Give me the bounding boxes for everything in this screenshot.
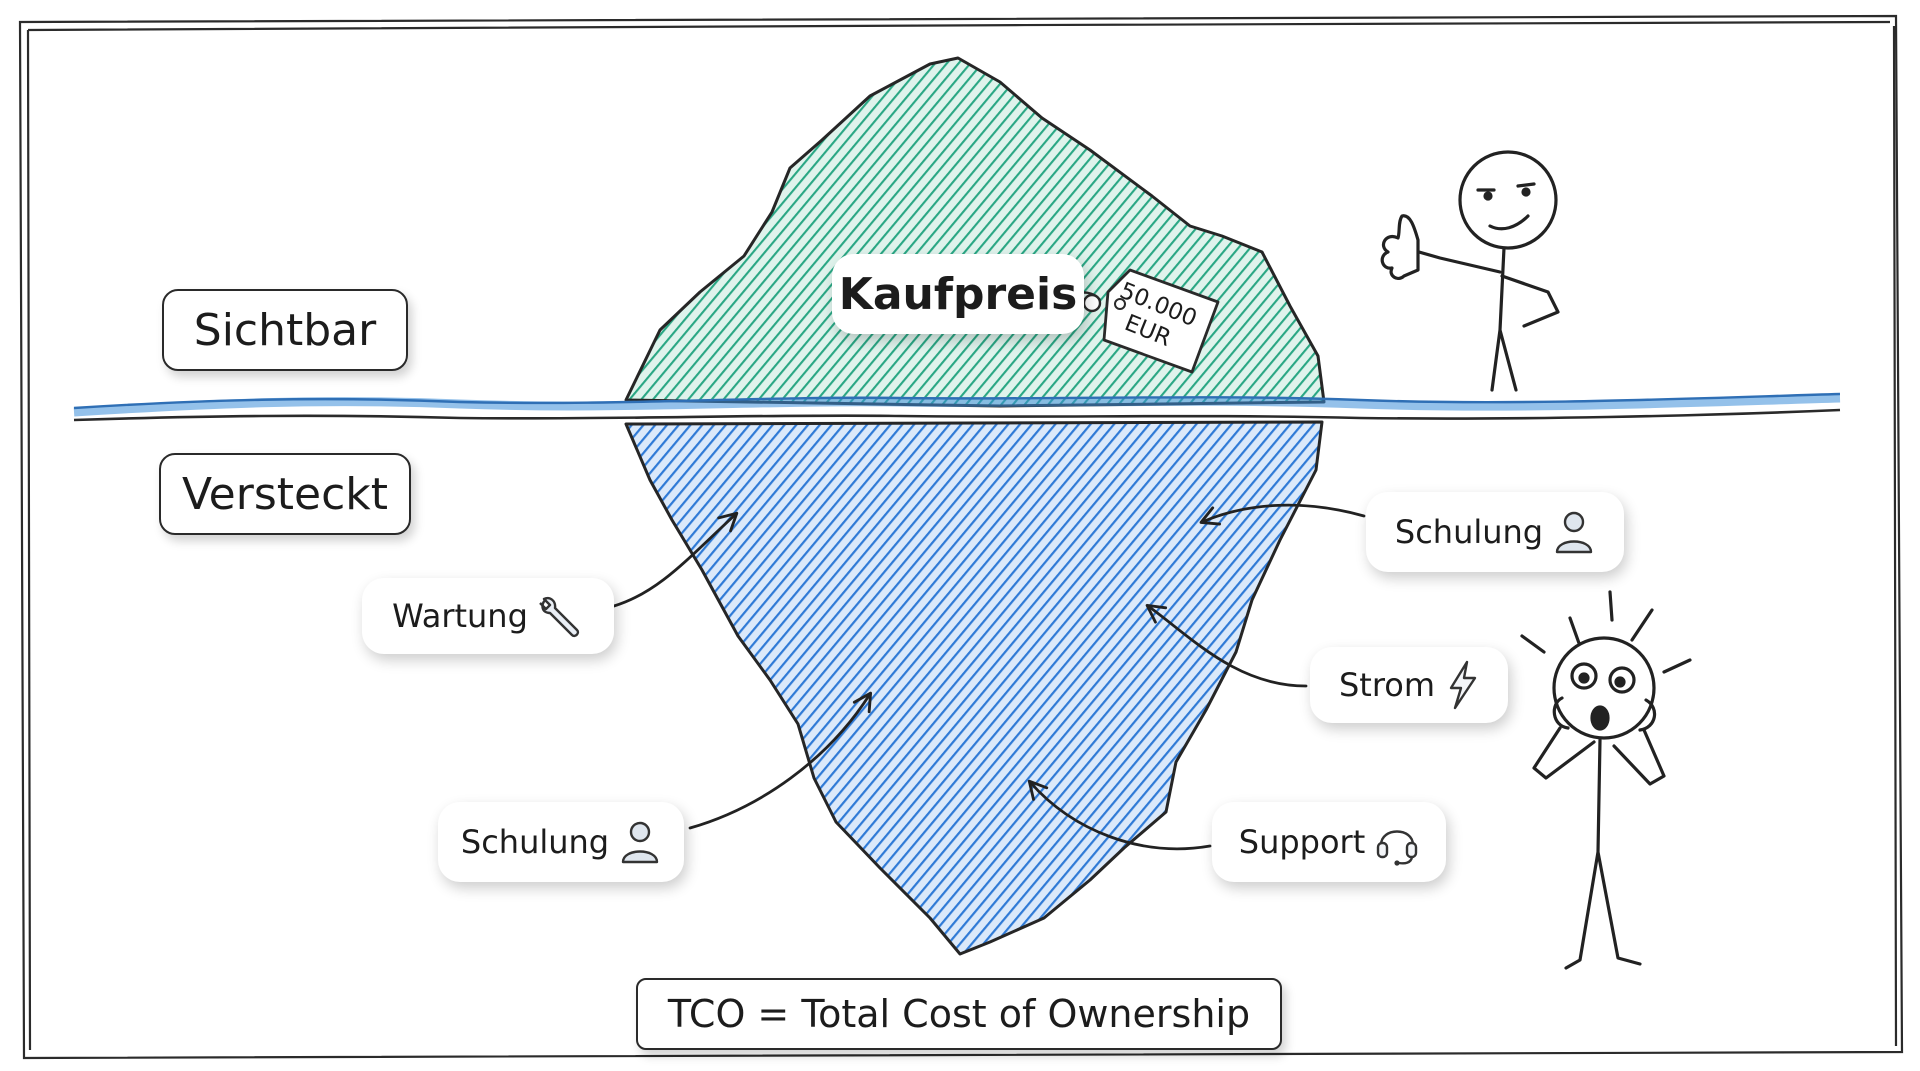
happy-stick-figure xyxy=(1380,150,1560,392)
lightning-icon xyxy=(1449,660,1477,710)
cost-note-strom: Strom xyxy=(1310,647,1508,723)
cost-note-label: Wartung xyxy=(392,597,528,635)
arrow-schulung-right xyxy=(1199,503,1366,526)
arrow-wartung xyxy=(612,511,739,608)
cost-note-label: Support xyxy=(1238,823,1366,861)
label-visible: Sichtbar xyxy=(162,289,408,371)
cost-note-label: Schulung xyxy=(460,823,610,861)
arrow-support xyxy=(1027,779,1212,851)
cost-note-schulung-left: Schulung xyxy=(438,802,684,882)
arrow-strom xyxy=(1145,603,1308,688)
cost-note-support: Support xyxy=(1212,802,1446,882)
water-line xyxy=(73,392,1841,422)
arrow-schulung-left xyxy=(688,691,873,830)
person-icon xyxy=(1555,511,1593,554)
wrench-icon xyxy=(539,596,579,638)
tco-definition: TCO = Total Cost of Ownership xyxy=(636,978,1282,1050)
label-hidden: Versteckt xyxy=(159,453,411,535)
label-hidden-text: Versteckt xyxy=(181,468,388,520)
cost-arrows xyxy=(612,503,1366,851)
frame xyxy=(18,14,1904,1060)
cost-note-label: Schulung xyxy=(1394,513,1544,551)
iceberg-hidden-part xyxy=(624,420,1324,956)
cost-note-label: Strom xyxy=(1338,666,1436,704)
cost-note-schulung-right: Schulung xyxy=(1366,492,1624,572)
person-icon xyxy=(621,821,659,864)
price-tag xyxy=(1071,268,1220,374)
label-visible-text: Sichtbar xyxy=(193,304,377,356)
purchase-price-text: Kaufpreis xyxy=(838,268,1078,320)
purchase-price-label: Kaufpreis xyxy=(832,254,1084,334)
headset-icon xyxy=(1377,830,1418,866)
tco-definition-text: TCO = Total Cost of Ownership xyxy=(667,992,1251,1036)
shocked-stick-figure xyxy=(1520,590,1692,970)
cost-note-wartung: Wartung xyxy=(362,578,614,654)
iceberg-visible-part xyxy=(624,56,1326,408)
